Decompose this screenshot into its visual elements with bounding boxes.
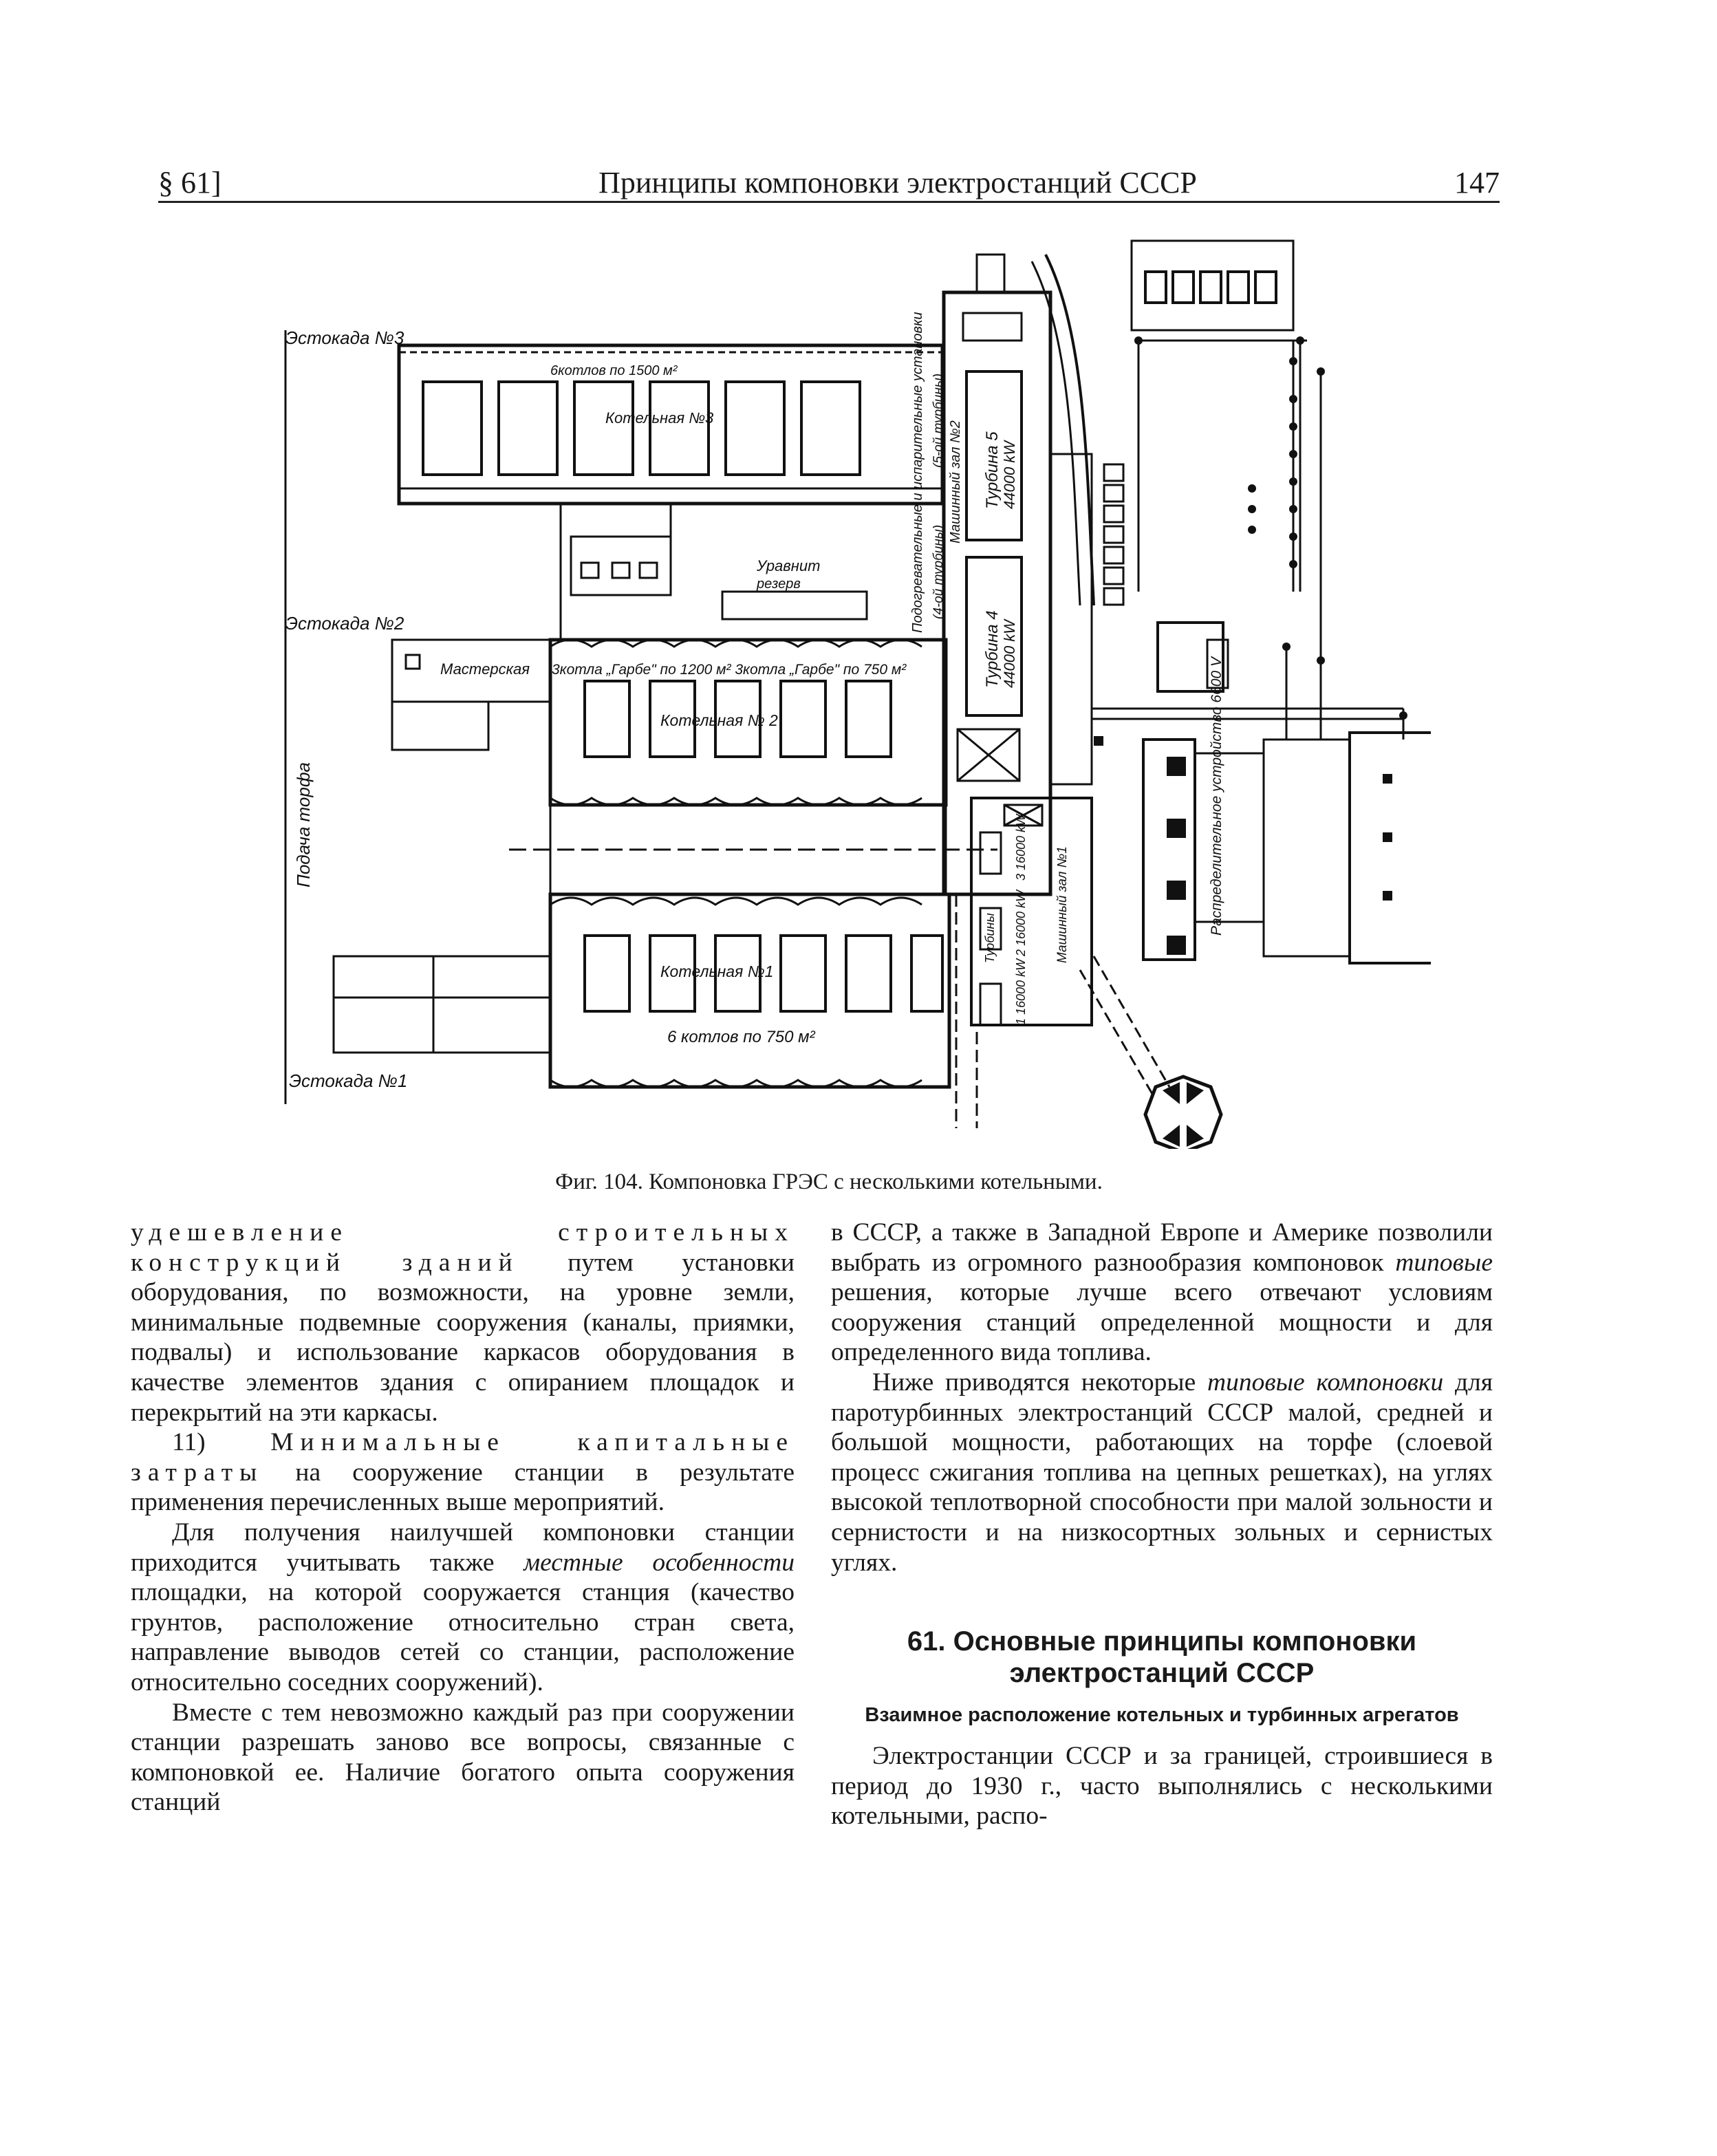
italic-text: типовые bbox=[1395, 1248, 1493, 1277]
paragraph-7: Электростанции СССР и за границей, строи… bbox=[831, 1742, 1493, 1831]
paragraph-4: Вместе с тем невозможно каждый раз при с… bbox=[131, 1698, 795, 1817]
paragraph-text: путем установки оборудования, по возможн… bbox=[131, 1248, 795, 1427]
label-turbina-4: Турбина 4 bbox=[983, 610, 1002, 688]
running-header: § 61] Принципы компоновки электростанций… bbox=[158, 160, 1500, 203]
label-mashzal-2: Машинный зал №2 bbox=[948, 420, 963, 543]
label-turbine-1: 1 16000 kW bbox=[1014, 958, 1028, 1025]
page-number: 147 bbox=[1454, 166, 1500, 200]
paragraph-3: Для получения наилучшей компоновки станц… bbox=[131, 1518, 795, 1698]
section-number: § 61] bbox=[158, 166, 222, 200]
paragraph-1: удешевление строительных конструкций зда… bbox=[131, 1218, 795, 1427]
label-boilers-mid: 3котла „Гарбе" по 1200 м² 3котла „Гарбе"… bbox=[552, 662, 907, 678]
section-heading: 61. Основные принципы компоновки электро… bbox=[907, 1626, 1417, 1689]
spaced-text: удешевление строительных конструкций зда… bbox=[131, 1218, 795, 1277]
label-raspred: Распределительное устройство 6600 V bbox=[1209, 656, 1224, 936]
label-podogrev: Подогревательные и испарительные установ… bbox=[910, 312, 925, 633]
text-column-right: в СССР, а также в Западной Европе и Амер… bbox=[831, 1218, 1493, 1831]
paragraph-6: Ниже приводятся некоторые типовые компон… bbox=[831, 1368, 1493, 1577]
paragraph-text: на сооружение станции в результате приме… bbox=[131, 1458, 795, 1517]
label-turbine5-note: (5-ой турбины) bbox=[931, 374, 946, 468]
label-kotelnaya-3: Котельная №3 bbox=[605, 409, 714, 427]
label-boilers-bottom: 6 котлов по 750 м² bbox=[667, 1028, 816, 1046]
label-turbine4-note: (4-ой турбины) bbox=[931, 525, 946, 619]
paragraph-text: Для получения наилучшей компоновки станц… bbox=[131, 1518, 795, 1577]
label-boilers-top: 6котлов по 1500 м² bbox=[550, 363, 678, 378]
section-subheading: Взаимное расположение котельных и турбин… bbox=[865, 1704, 1459, 1727]
power-station-layout-plan: Эстокада №3 6котлов по 1500 м² Котельная… bbox=[284, 239, 1434, 1154]
label-uravnit-reserve: резерв bbox=[756, 576, 801, 592]
text-column-left: удешевление строительных конструкций зда… bbox=[131, 1218, 795, 1818]
label-mashzal-1: Машинный зал №1 bbox=[1055, 846, 1070, 963]
label-turbina-5-kw: 44000 kW bbox=[1001, 440, 1018, 509]
italic-text: типовые компоновки bbox=[1207, 1368, 1444, 1397]
italic-text: местные особенности bbox=[523, 1548, 795, 1577]
paragraph-5: в СССР, а также в Западной Европе и Амер… bbox=[831, 1218, 1493, 1368]
label-kotelnaya-2: Котельная № 2 bbox=[660, 711, 778, 729]
label-turbina-4-kw: 44000 kW bbox=[1001, 618, 1018, 688]
paragraph-text: для паротурбинных электростанций СССР ма… bbox=[831, 1368, 1493, 1577]
label-estakada-1: Эстокада №1 bbox=[289, 1070, 407, 1091]
running-title: Принципы компоновки электростанций СССР bbox=[598, 166, 1197, 200]
spaced-text: Минимальные капитальные затраты bbox=[131, 1428, 795, 1487]
paragraph-text: решения, которые лучше всего отвечают ус… bbox=[831, 1278, 1493, 1367]
label-turbine-3: 3 16000 kW bbox=[1014, 813, 1028, 881]
paragraph-text: площадки, на которой сооружается станция… bbox=[131, 1578, 795, 1696]
label-estakada-3: Эстокада №3 bbox=[285, 327, 404, 348]
list-number: 11) bbox=[172, 1428, 271, 1457]
label-turbina-5: Турбина 5 bbox=[983, 431, 1002, 509]
label-kotelnaya-1: Котельная №1 bbox=[660, 962, 773, 980]
paragraph-2: 11) Минимальные капитальные затраты на с… bbox=[131, 1427, 795, 1518]
paragraph-text: Ниже приводятся некоторые bbox=[872, 1368, 1208, 1397]
figure-caption: Фиг. 104. Компоновка ГРЭС с несколькими … bbox=[555, 1169, 1103, 1194]
label-podacha-torfa: Подача торфа bbox=[293, 762, 314, 887]
figure-104: Эстокада №3 6котлов по 1500 м² Котельная… bbox=[275, 234, 1434, 1154]
label-uravnit: Уравнит bbox=[756, 557, 820, 574]
label-estakada-2: Эстокада №2 bbox=[285, 613, 404, 634]
paragraph-text: в СССР, а также в Западной Европе и Амер… bbox=[831, 1218, 1493, 1277]
label-turbiny: Турбины bbox=[983, 913, 997, 963]
label-masterskaya: Мастерская bbox=[440, 660, 530, 678]
label-turbine-2: 2 16000 kW bbox=[1014, 889, 1028, 957]
